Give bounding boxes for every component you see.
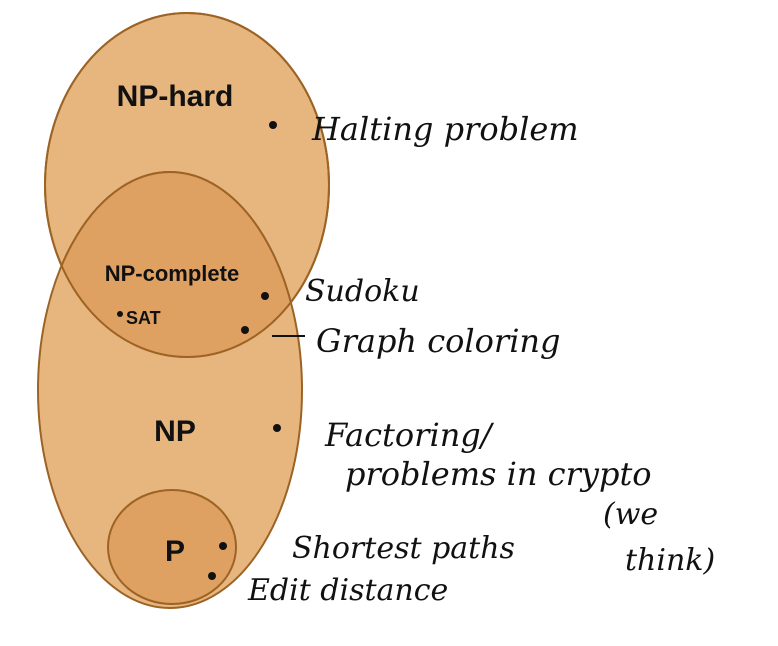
we-think-annotation-line1: (we	[603, 497, 658, 532]
sudoku-dot	[261, 292, 269, 300]
p-label: P	[165, 535, 185, 568]
shortest-paths-dot	[219, 542, 227, 550]
we-think-annotation-line2: think)	[625, 543, 715, 578]
sudoku-annotation: Sudoku	[305, 274, 420, 309]
factoring-dot	[273, 424, 281, 432]
np-hard-label: NP-hard	[117, 80, 234, 113]
graph-coloring-dot	[241, 326, 249, 334]
np-label: NP	[154, 415, 196, 448]
edit-distance-dot	[208, 572, 216, 580]
np-complete-region	[45, 171, 303, 357]
np-hard-outline	[44, 12, 330, 358]
halting-dot	[269, 121, 277, 129]
halting-annotation: Halting problem	[311, 110, 579, 148]
np-complete-label: NP-complete	[105, 261, 239, 286]
shortest-paths-annotation: Shortest paths	[292, 531, 515, 566]
p-ellipse	[107, 489, 237, 605]
edit-distance-annotation: Edit distance	[247, 573, 448, 608]
sat-dot	[117, 311, 123, 317]
graph-coloring-annotation: Graph coloring	[316, 322, 561, 360]
sat-label: SAT	[126, 308, 161, 328]
factoring-annotation-line2: problems in crypto	[345, 455, 652, 493]
factoring-annotation-line1: Factoring/	[324, 416, 495, 454]
